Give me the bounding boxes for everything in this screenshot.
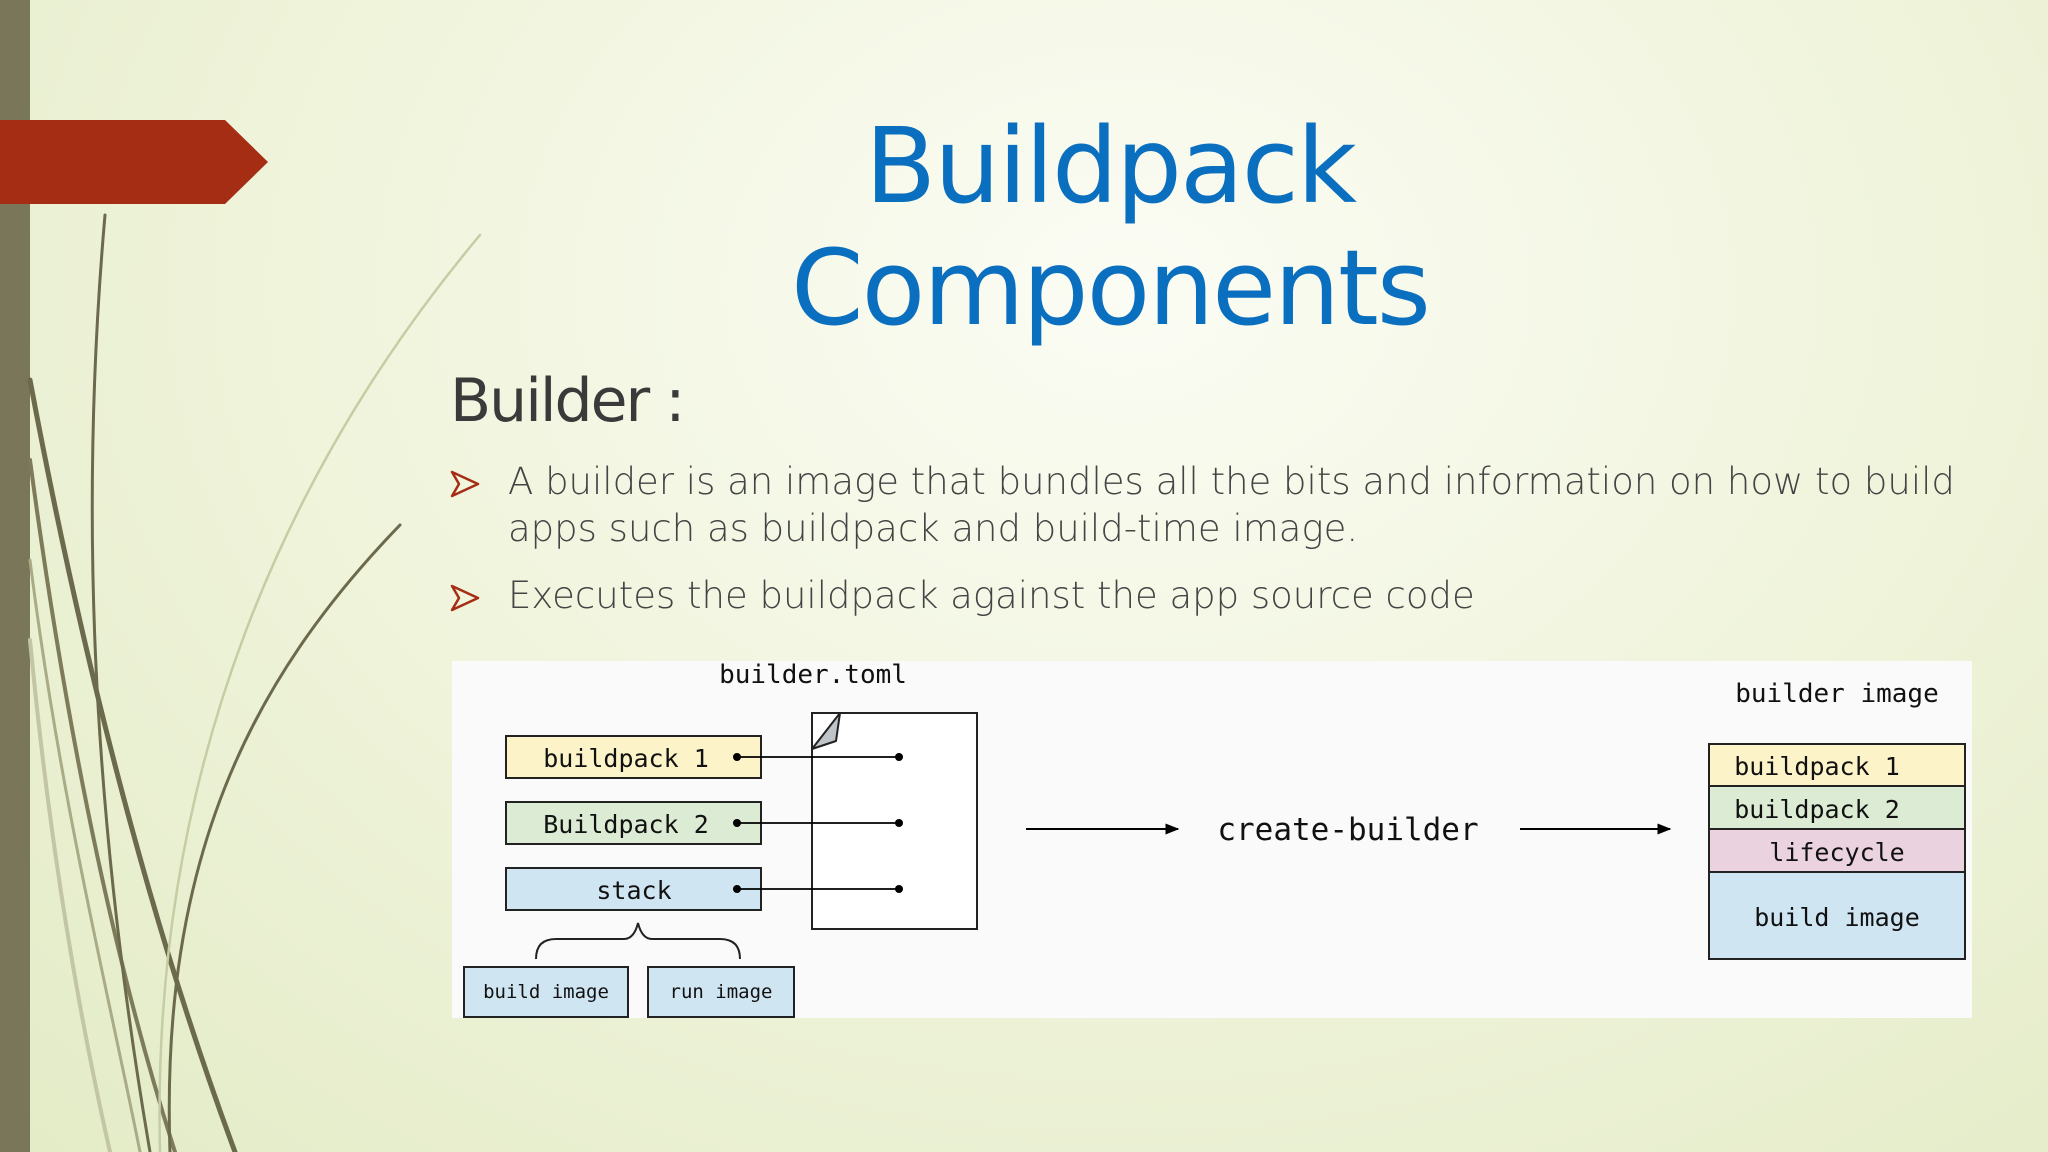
arrow-bullet-icon [450, 470, 480, 498]
builder-toml-file-icon [811, 712, 978, 930]
create-builder-label: create-builder [1217, 812, 1478, 848]
output-layer-label: buildpack 1 [1734, 752, 1900, 781]
stack-part-label: build image [483, 981, 609, 1003]
bullet-item: Executes the buildpack against the app s… [450, 572, 1980, 619]
stack-part-build-image: build image [463, 966, 629, 1018]
output-layer-label: lifecycle [1769, 838, 1904, 867]
stack-part-label: run image [670, 981, 773, 1003]
grass-strokes [27, 213, 482, 1152]
arrow-bullet-icon [450, 584, 480, 612]
input-buildpack-1: buildpack 1 [505, 735, 903, 779]
bullet-text: Executes the buildpack against the app s… [508, 574, 1475, 617]
accent-tab [0, 120, 268, 204]
builder-image-stack: buildpack 1 buildpack 2 lifecycle build … [1708, 743, 1966, 960]
stack-part-run-image: run image [647, 966, 795, 1018]
input-stack: stack [505, 867, 903, 911]
bullet-list: A builder is an image that bundles all t… [450, 458, 1980, 639]
bullet-text: A builder is an image that bundles all t… [508, 460, 1955, 550]
output-layer-label: buildpack 2 [1734, 795, 1900, 824]
stack-brace [535, 922, 741, 960]
output-layer-label: build image [1754, 903, 1920, 932]
slide-subtitle: Builder : [450, 366, 685, 436]
input-label: Buildpack 2 [543, 810, 709, 839]
input-buildpack-2: Buildpack 2 [505, 801, 903, 845]
bullet-item: A builder is an image that bundles all t… [450, 458, 1980, 552]
builder-diagram: builder.toml buildpack 1 Buildpack 2 sta… [463, 661, 1966, 1018]
diagram-panel: builder.toml buildpack 1 Buildpack 2 sta… [452, 661, 1972, 1018]
input-label: buildpack 1 [543, 744, 709, 773]
input-label: stack [596, 876, 671, 905]
slide-title: Buildpack Components [791, 105, 1431, 349]
file-label: builder.toml [719, 661, 907, 690]
builder-image-label: builder image [1735, 679, 1939, 709]
